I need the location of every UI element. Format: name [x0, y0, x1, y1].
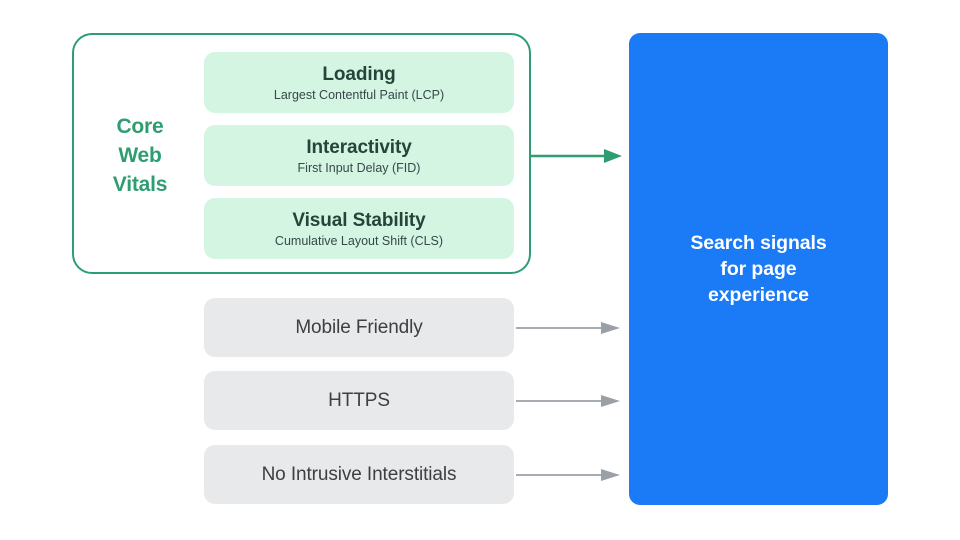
- vital-card-subtitle: Largest Contentful Paint (LCP): [273, 87, 445, 102]
- search-signals-line-1: Search signals: [690, 232, 827, 254]
- signal-box-label: HTTPS: [328, 389, 390, 411]
- search-signals-panel: Search signals for page experience: [629, 33, 888, 505]
- vital-card-title: Visual Stability: [292, 209, 426, 231]
- search-signals-line-3: experience: [708, 284, 809, 306]
- search-signals-line-2: for page: [720, 258, 797, 280]
- signal-box-https: HTTPS: [204, 371, 514, 430]
- core-web-vitals-label-line-3: Vitals: [112, 173, 168, 196]
- vital-card-visual-stability: Visual Stability Cumulative Layout Shift…: [204, 198, 514, 259]
- vital-card-title: Loading: [322, 63, 396, 85]
- vital-card-title: Interactivity: [306, 136, 412, 158]
- core-web-vitals-label-line-1: Core: [116, 115, 164, 138]
- signal-box-no-intrusive-interstitials: No Intrusive Interstitials: [204, 445, 514, 504]
- signal-box-label: Mobile Friendly: [295, 316, 423, 338]
- vital-card-interactivity: Interactivity First Input Delay (FID): [204, 125, 514, 186]
- vital-card-loading: Loading Largest Contentful Paint (LCP): [204, 52, 514, 113]
- search-signals-panel-text: Search signals for page experience: [676, 230, 840, 308]
- arrow-core-web-vitals: [531, 149, 622, 163]
- core-web-vitals-label: Core Web Vitals: [90, 112, 190, 199]
- core-web-vitals-label-line-2: Web: [118, 144, 162, 167]
- signal-box-mobile-friendly: Mobile Friendly: [204, 298, 514, 357]
- signal-box-label: No Intrusive Interstitials: [261, 463, 457, 485]
- arrow-mobile-friendly: [516, 322, 620, 334]
- arrow-https: [516, 395, 620, 407]
- arrow-no-intrusive-interstitials: [516, 469, 620, 481]
- vital-card-subtitle: First Input Delay (FID): [297, 160, 421, 175]
- vital-card-subtitle: Cumulative Layout Shift (CLS): [274, 233, 444, 248]
- core-web-vitals-container: [72, 33, 531, 274]
